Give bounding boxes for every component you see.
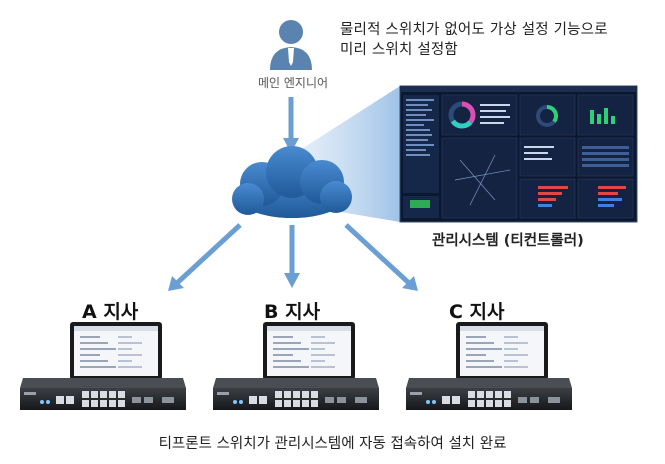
caption: 티프론트 스위치가 관리시스템에 자동 접속하여 설치 완료 xyxy=(158,436,507,452)
laptop-icon xyxy=(70,322,162,380)
cloud-icon xyxy=(232,146,352,218)
branch-b-devices xyxy=(213,322,379,410)
network-switch-icon xyxy=(213,378,379,410)
branch-a-label: A 지사 xyxy=(82,301,139,323)
engineer-note-line1: 물리적 스위치가 없어도 가상 설정 기능으로 xyxy=(340,22,608,38)
laptop-icon xyxy=(263,322,355,380)
network-switch-icon xyxy=(406,378,572,410)
laptop-icon xyxy=(456,322,548,380)
arrow-cloud-to-a xyxy=(168,223,242,291)
arrow-engineer-to-cloud xyxy=(283,97,299,153)
branch-c-devices xyxy=(406,322,572,410)
branch-b-label: B 지사 xyxy=(264,301,321,323)
engineer-label: 메인 엔지니어 xyxy=(257,76,329,90)
branch-a-devices xyxy=(20,322,186,410)
network-switch-icon xyxy=(20,378,186,410)
branch-c-label: C 지사 xyxy=(449,301,505,323)
engineer-note-line2: 미리 스위치 설정함 xyxy=(340,42,458,58)
person-icon xyxy=(270,20,312,70)
management-dashboard xyxy=(399,85,638,223)
engineer-note: 물리적 스위치가 없어도 가상 설정 기능으로 미리 스위치 설정함 xyxy=(340,20,608,60)
management-label: 관리시스템 (티컨트롤러) xyxy=(432,233,584,249)
arrow-cloud-to-b xyxy=(284,225,300,288)
arrow-cloud-to-c xyxy=(344,223,418,291)
